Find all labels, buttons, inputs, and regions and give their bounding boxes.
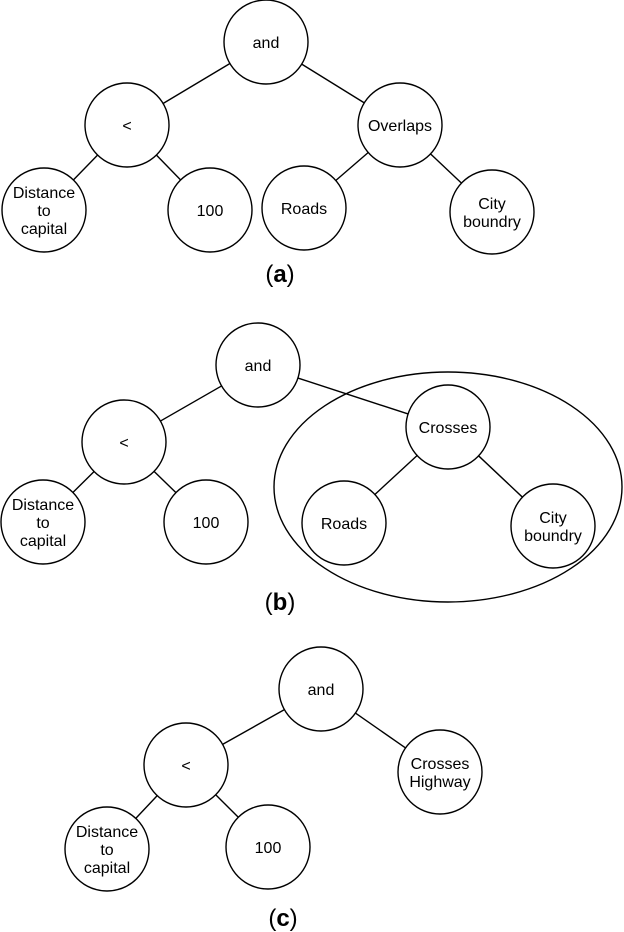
node-circle (143, 722, 229, 808)
tree-node-lt: < (84, 82, 170, 168)
node-label: 100 (255, 840, 282, 857)
node-label: capital (21, 221, 67, 238)
tree-node-and: and (223, 0, 309, 85)
caption-letter: b (273, 589, 288, 616)
tree-node-roads: Roads (261, 165, 347, 251)
node-label: < (122, 118, 131, 135)
node-label: < (119, 435, 128, 452)
node-label: Distance (76, 824, 138, 841)
node-label: to (37, 203, 50, 220)
node-circle (278, 646, 364, 732)
node-circle (397, 729, 483, 815)
tree-node-crosses: Crosses (405, 384, 491, 470)
edge-lt-distance (72, 471, 95, 493)
tree-node-hundred: 100 (225, 804, 311, 890)
edge-and-crosses_highway (355, 712, 406, 749)
node-circle (225, 804, 311, 890)
edge-and-lt (162, 62, 231, 105)
node-label: Distance (12, 497, 74, 514)
edge-lt-hundred (153, 470, 177, 494)
highlighted-subtree-ellipse (273, 371, 623, 603)
tree-node-and: and (278, 646, 364, 732)
node-label: and (308, 682, 335, 699)
tree-node-hundred: 100 (167, 167, 253, 253)
panel-caption: (c) (268, 905, 297, 932)
node-circle (167, 167, 253, 253)
node-circle (84, 82, 170, 168)
caption-letter: a (273, 261, 287, 288)
caption-letter: c (276, 905, 289, 932)
tree-node-and: and (215, 322, 301, 408)
panel-caption: (a) (265, 261, 294, 288)
tree-node-lt: < (81, 399, 167, 485)
edge-lt-distance (72, 154, 99, 181)
edge-lt-hundred (215, 794, 239, 818)
node-circle (223, 0, 309, 85)
tree-node-lt: < (143, 722, 229, 808)
node-label: Roads (321, 516, 367, 533)
node-circle (163, 479, 249, 565)
node-label: and (253, 35, 280, 52)
edge-crosses-city (478, 455, 523, 498)
node-label: capital (20, 533, 66, 550)
tree-node-overlaps: Overlaps (357, 82, 443, 168)
node-label: Crosses (419, 420, 478, 437)
node-circle (215, 322, 301, 408)
node-label: Distance (13, 185, 75, 202)
node-circle (0, 479, 86, 565)
node-label: capital (84, 860, 130, 877)
node-label: boundry (463, 214, 521, 231)
edge-and-lt (222, 708, 285, 746)
node-circle (357, 82, 443, 168)
node-circle (261, 165, 347, 251)
node-circle (510, 483, 596, 569)
node-label: to (36, 515, 49, 532)
edge-and-overlaps (301, 63, 365, 104)
edge-lt-distance (135, 795, 158, 819)
node-label: Roads (281, 201, 327, 218)
node-label: Highway (409, 774, 470, 791)
edge-and-crosses (297, 377, 409, 415)
node-circle (81, 399, 167, 485)
node-label: and (245, 358, 272, 375)
node-circle (301, 480, 387, 566)
edge-overlaps-roads (335, 151, 369, 182)
node-label: to (100, 842, 113, 859)
edge-overlaps-city (430, 153, 462, 184)
node-circle (449, 169, 535, 255)
panel-caption: (b) (265, 589, 296, 616)
node-label: 100 (193, 515, 220, 532)
node-label: boundry (524, 528, 582, 545)
node-label: < (181, 758, 190, 775)
tree-node-roads: Roads (301, 480, 387, 566)
node-circle (1, 167, 87, 253)
edge-lt-hundred (155, 154, 182, 181)
node-circle (405, 384, 491, 470)
node-label: Crosses (411, 756, 470, 773)
node-label: City (539, 510, 567, 527)
node-circle (64, 806, 150, 892)
tree-node-hundred: 100 (163, 479, 249, 565)
node-label: 100 (197, 203, 224, 220)
node-label: Overlaps (368, 118, 432, 135)
edge-and-lt (160, 385, 222, 422)
edge-crosses-roads (374, 454, 418, 496)
node-label: City (478, 196, 506, 213)
